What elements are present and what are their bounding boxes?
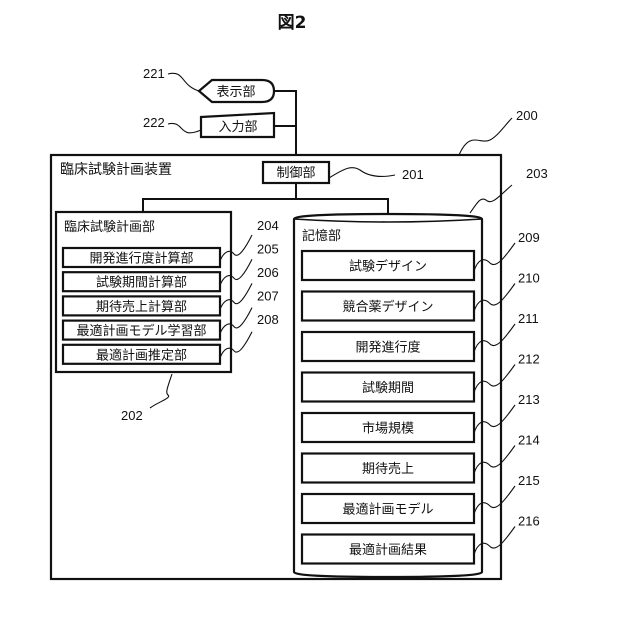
planning-item-label: 期待売上計算部 — [96, 299, 187, 315]
storage-item: 試験デザイン — [302, 251, 474, 280]
storage-item-ref: 215 — [518, 473, 540, 488]
storage-ref: 203 — [526, 166, 548, 181]
planning-item-ref: 208 — [257, 312, 279, 327]
controller-label: 制御部 — [276, 166, 315, 181]
planning-item-label: 開発進行度計算部 — [89, 251, 193, 267]
storage-item: 期待売上 — [302, 454, 474, 483]
storage-item: 競合薬デザイン — [302, 292, 474, 321]
apparatus-leader — [459, 118, 512, 155]
storage-unit: 記憶部 試験デザイン競合薬デザイン開発進行度試験期間市場規模期待売上最適計画モデ… — [294, 214, 482, 577]
storage-item-ref: 216 — [518, 514, 540, 529]
storage-label: 記憶部 — [302, 228, 341, 244]
planning-unit-ref: 202 — [121, 408, 143, 423]
planning-item: 試験期間計算部 — [63, 272, 220, 291]
storage-item-label: 開発進行度 — [355, 340, 420, 356]
planning-unit-label: 臨床試験計画部 — [64, 219, 155, 235]
apparatus-ref: 200 — [516, 108, 538, 123]
storage-item-ref: 211 — [518, 311, 539, 326]
storage-item-label: 最適計画結果 — [349, 542, 427, 558]
planning-item-ref: 207 — [257, 289, 279, 304]
storage-item-ref: 213 — [518, 392, 540, 407]
storage-item-label: 市場規模 — [362, 421, 414, 437]
input-ref: 222 — [143, 115, 165, 130]
display-leader — [168, 73, 199, 91]
storage-item: 試験期間 — [302, 373, 474, 402]
controller-unit: 制御部 — [263, 162, 329, 183]
storage-item: 最適計画結果 — [302, 535, 474, 564]
display-ref: 221 — [143, 66, 165, 81]
storage-item-label: 試験期間 — [362, 380, 414, 396]
storage-item-label: 試験デザイン — [349, 259, 427, 275]
planning-item: 開発進行度計算部 — [63, 248, 220, 267]
display-unit: 表示部 — [199, 80, 274, 102]
planning-item: 最適計画推定部 — [63, 345, 220, 364]
planning-item-ref: 205 — [257, 242, 279, 257]
storage-item: 開発進行度 — [302, 332, 474, 361]
controller-ref: 201 — [402, 167, 424, 182]
planning-item-label: 最適計画モデル学習部 — [76, 323, 206, 339]
storage-item-ref: 209 — [518, 230, 540, 245]
input-leader — [168, 123, 201, 132]
input-label: 入力部 — [218, 120, 257, 135]
storage-item-ref: 212 — [518, 352, 540, 367]
planning-item-ref: 204 — [257, 218, 279, 233]
planning-item: 最適計画モデル学習部 — [63, 321, 220, 340]
storage-item-label: 期待売上 — [362, 461, 414, 477]
planning-item: 期待売上計算部 — [63, 296, 220, 315]
storage-item-ref: 210 — [518, 271, 540, 286]
planning-item-label: 試験期間計算部 — [96, 275, 187, 291]
apparatus-label: 臨床試験計画装置 — [60, 162, 172, 178]
planning-item-ref: 206 — [257, 265, 279, 280]
input-unit: 入力部 — [201, 113, 274, 137]
planning-unit: 臨床試験計画部 開発進行度計算部試験期間計算部期待売上計算部最適計画モデル学習部… — [56, 212, 231, 372]
storage-item-label: 最適計画モデル — [342, 502, 433, 518]
storage-item-label: 競合薬デザイン — [342, 299, 433, 315]
storage-item: 最適計画モデル — [302, 494, 474, 523]
display-label: 表示部 — [216, 85, 255, 100]
storage-item: 市場規模 — [302, 413, 474, 442]
figure-title: 図2 — [278, 13, 307, 33]
storage-item-ref: 214 — [518, 433, 540, 448]
planning-item-label: 最適計画推定部 — [96, 347, 187, 363]
